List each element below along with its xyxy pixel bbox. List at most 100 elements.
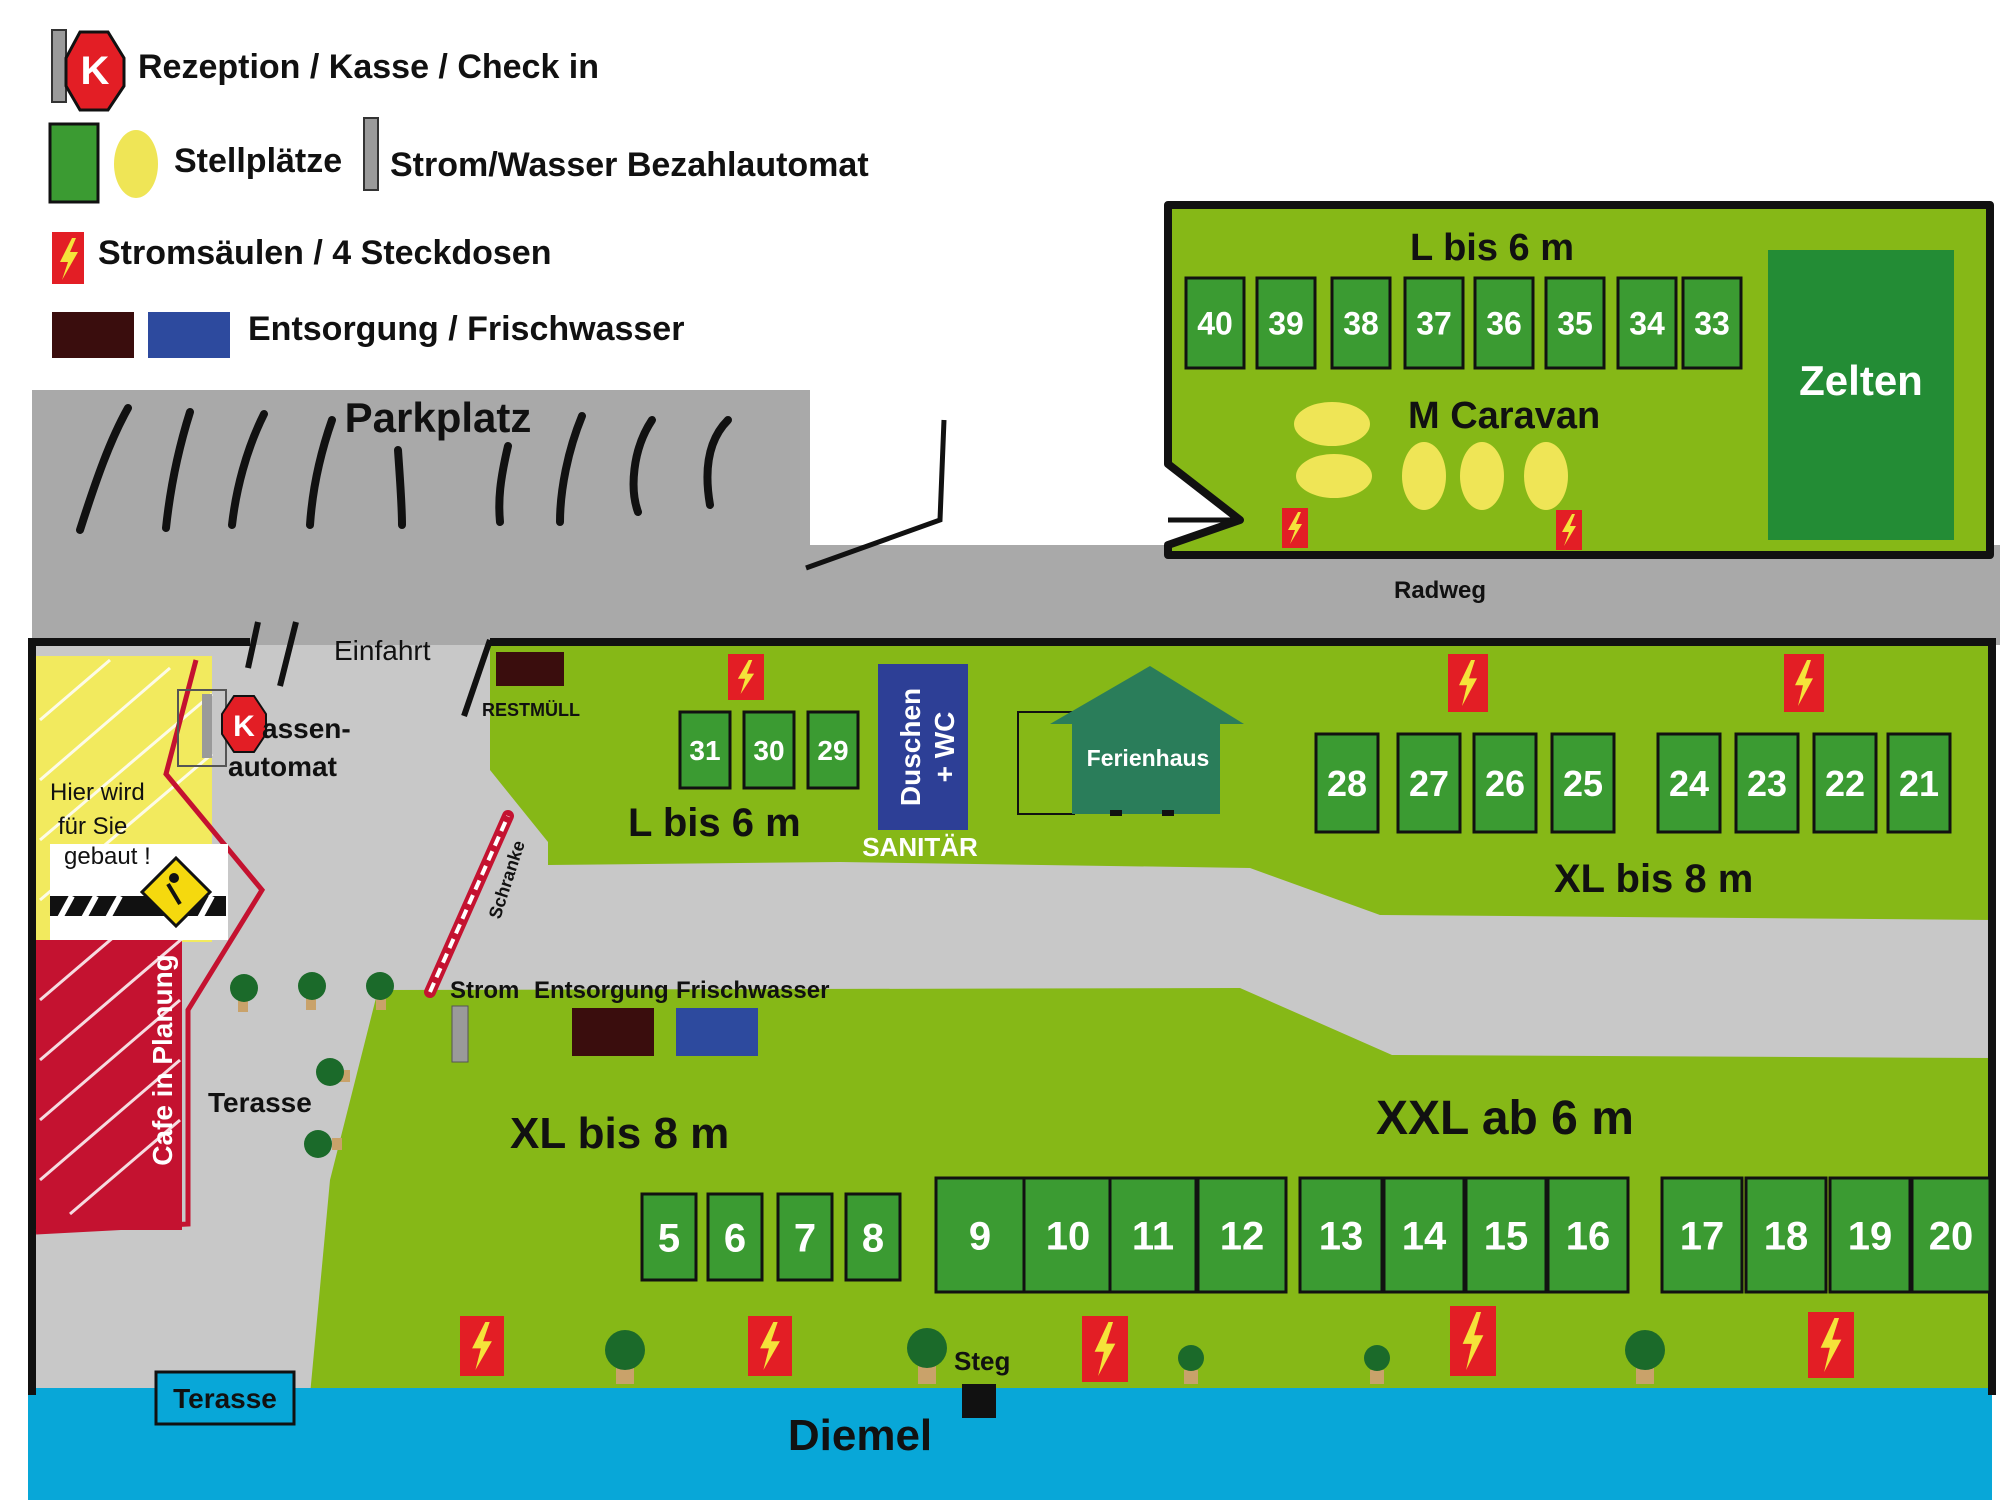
pitch-7 [776,1192,834,1282]
pitch-number: 39 [1268,306,1304,342]
power-post-icon [728,654,764,700]
jetty-label: Steg [954,1346,1010,1376]
terrace-area: Terasse Terasse [154,972,394,1426]
terrace-label: Terasse [208,1087,312,1118]
sanitary-label: SANITÄR [862,832,978,862]
legend-payment-machine-label: Strom/Wasser Bezahlautomat [390,146,869,184]
tree-icon [907,1328,947,1384]
tree-icon [1625,1330,1665,1384]
oval-pitch [1294,402,1370,446]
pitch-22 [1812,732,1878,834]
pitch-number: 24 [1669,763,1709,804]
pitch-18 [1744,1176,1828,1294]
upper-grass [490,645,1992,920]
pitch-16 [1546,1176,1630,1294]
power-post-icon [1450,1306,1496,1376]
pitch-number: 20 [1929,1214,1974,1258]
legend-lightning-icon [60,238,78,280]
tent-area-label: Zelten [1799,357,1923,404]
power-post-icon [1556,510,1582,550]
showers-label-2: + WC [929,712,960,783]
pitch-6 [706,1192,764,1282]
payment-machine-icon [451,1005,469,1063]
zone-top-l: L bis 6 m [1410,227,1574,269]
mid-facilities: Duschen + WC SANITÄR Ferienhaus [862,664,1244,862]
pitch-number: 8 [862,1216,884,1260]
payment-kiosk: K assen- automat [177,689,351,782]
power-post-icon [1808,1312,1854,1378]
river [28,1388,1992,1500]
power-post-icon [1082,1316,1128,1382]
terrace-water-label: Terasse [173,1383,277,1414]
sanitary-building [878,664,968,830]
pitch-number: 21 [1899,763,1939,804]
pitch-number: 7 [794,1216,816,1260]
pitch-number: 29 [817,735,848,766]
power-post-icon [1784,654,1824,712]
pitch-17 [1660,1176,1744,1294]
holiday-home [1072,722,1220,814]
entrance-post [461,639,493,717]
pitch-38 [1330,276,1392,370]
pitch-number: 30 [753,735,784,766]
pitch-37 [1403,276,1465,370]
pitch-21 [1886,732,1952,834]
pitch-number: 28 [1327,763,1367,804]
bike-path-road [32,545,2000,645]
tree-icon [366,972,394,1010]
zone-top-m: M Caravan [1408,395,1600,437]
legend-oval-pitch-icon [114,130,158,198]
tree-icon [298,972,326,1010]
tree-icon [316,1058,350,1086]
pitch-19 [1828,1176,1912,1294]
pitch-10 [1022,1176,1114,1294]
pitch-number: 35 [1557,306,1593,342]
oval-pitch [1296,454,1372,498]
legend: K Rezeption / Kasse / Check in Stellplät… [48,29,869,358]
power-post-icon [460,1316,504,1376]
pitch-5 [640,1192,698,1282]
entrance-post [245,621,261,669]
kiosk-icon [221,695,267,753]
pitch-number: 12 [1220,1214,1265,1258]
service-station: Strom Entsorgung Frischwasser [450,977,829,1063]
pitch-33 [1681,276,1743,370]
pitch-number: 6 [724,1216,746,1260]
legend-reception-badge: K [81,49,110,93]
power-label: Strom [450,977,519,1004]
bike-path-label: Radweg [1394,577,1486,604]
legend-disposal-swatch [52,312,134,358]
power-post-icon [1282,508,1308,548]
legend-fresh-water-swatch [148,312,230,358]
residual-waste-bin [496,652,564,686]
zone-mid-l: L bis 6 m [628,801,801,845]
pitch-35 [1544,276,1606,370]
zone-low-xxl: XXL ab 6 m [1376,1092,1634,1145]
parking-bays [76,404,732,534]
tree-icon [1364,1345,1390,1384]
construction-text-3: gebaut ! [64,843,151,870]
pitch-39 [1255,276,1317,370]
house-roof [1050,666,1244,724]
construction-text-1: Hier wird [50,779,145,806]
zone-low-xl: XL bis 8 m [510,1109,729,1158]
tree-icon [230,974,258,1012]
residual-waste-label: RESTMÜLL [482,700,580,720]
cafe-label: Cafe in Planung [147,954,178,1166]
legend-reception-label: Rezeption / Kasse / Check in [138,48,599,86]
pitch-number: 33 [1694,306,1730,342]
pitch-number: 15 [1484,1214,1529,1258]
construction-text-2: für Sie [58,813,127,840]
power-posts [460,654,1854,1382]
pitch-25 [1550,732,1616,834]
pitch-26 [1472,732,1538,834]
kiosk-label-2: automat [228,751,337,782]
oval-pitch [1524,442,1568,510]
fresh-water-label: Frischwasser [676,977,829,1004]
pitch-24 [1656,732,1722,834]
pitch-8 [844,1192,902,1282]
